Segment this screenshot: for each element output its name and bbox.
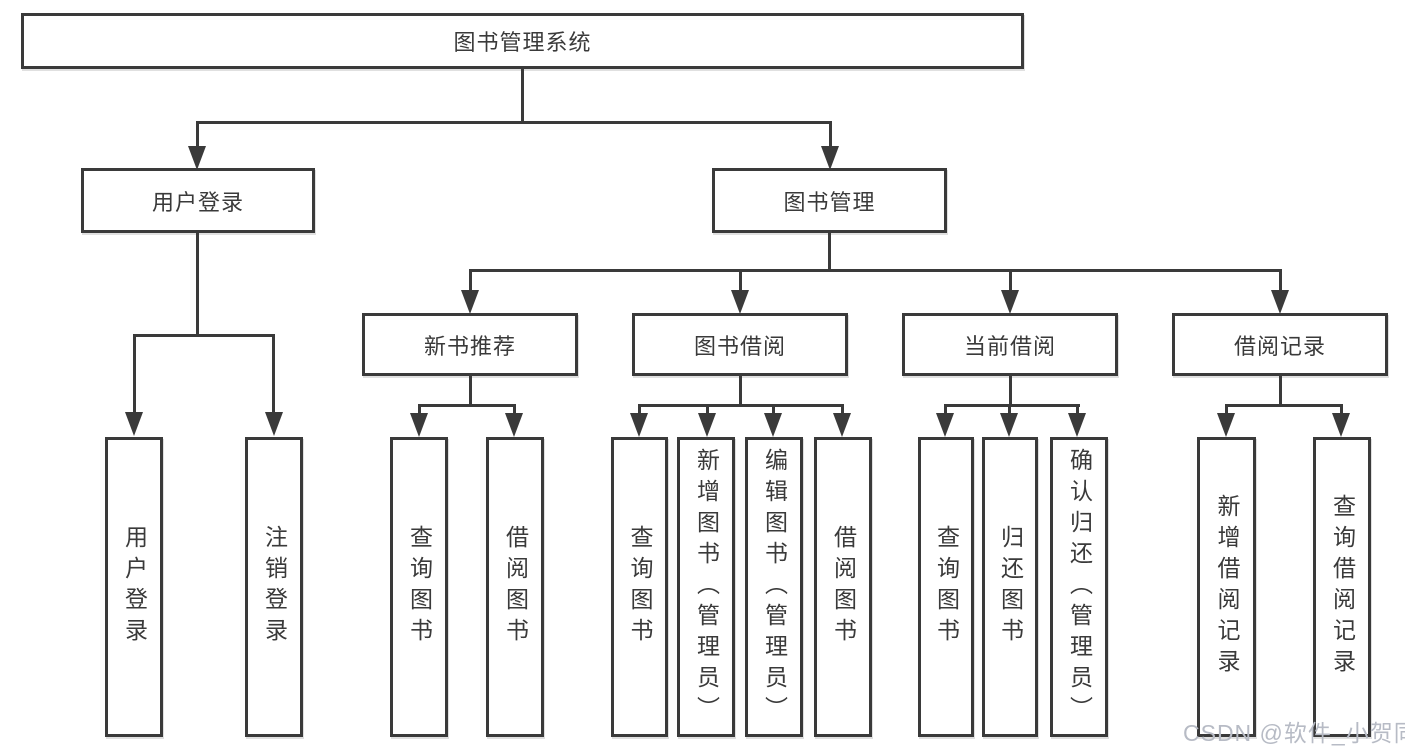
connector-g4-leaf1-stem <box>1225 404 1228 416</box>
connector-group1-stem <box>469 269 472 293</box>
connector-g3-leaf3-stem <box>1076 404 1079 416</box>
node-new-book-recommend: 新书推荐 <box>362 313 578 376</box>
connector-g1-leaf1-stem <box>418 404 421 416</box>
leaf-g1-query-books-label: 查询图书 <box>406 525 433 649</box>
arrowhead-group4-icon <box>1271 290 1289 314</box>
node-user-login-label: 用户登录 <box>151 189 244 215</box>
connector-login-leaf2-stem <box>272 334 275 413</box>
leaf-g2-edit-books-admin: 编辑图书（管理员） <box>745 437 803 737</box>
connector-group3-stem <box>1009 269 1012 293</box>
connector-g2-leaf2-stem <box>706 404 709 416</box>
node-borrow-records-label: 借阅记录 <box>1233 333 1326 359</box>
connector-group4-stem <box>1279 269 1282 293</box>
leaf-g3-confirm-return-admin: 确认归还（管理员） <box>1050 437 1108 737</box>
connector-group3-branch <box>944 404 1080 407</box>
node-new-book-recommend-label: 新书推荐 <box>423 333 516 359</box>
leaf-g2-edit-books-admin-label: 编辑图书（管理员） <box>761 447 788 727</box>
leaf-g1-query-books: 查询图书 <box>390 437 448 737</box>
connector-group4-branch <box>1225 404 1343 407</box>
arrowhead-g1-leaf2-icon <box>505 413 523 437</box>
connector-management-stub <box>828 233 831 271</box>
leaf-g2-query-books-label: 查询图书 <box>627 525 653 649</box>
arrowhead-g2-leaf3-icon <box>764 413 782 437</box>
connector-group3-stub <box>1009 376 1012 406</box>
arrowhead-group2-icon <box>731 290 749 314</box>
arrowhead-g3-leaf1-icon <box>936 413 954 437</box>
arrowhead-management-icon <box>821 146 839 170</box>
node-book-management: 图书管理 <box>712 168 947 233</box>
connector-management-branch <box>469 269 1281 272</box>
arrowhead-g2-leaf4-icon <box>833 413 851 437</box>
leaf-g3-query-books-label: 查询图书 <box>933 525 960 649</box>
connector-g2-leaf4-stem <box>841 404 844 416</box>
connector-login-branch <box>133 334 275 337</box>
connector-group2-stub <box>739 376 742 406</box>
arrowhead-group1-icon <box>461 290 479 314</box>
leaf-user-login: 用户登录 <box>105 437 163 737</box>
connector-management-stem <box>829 121 832 149</box>
leaf-g3-confirm-return-admin-label: 确认归还（管理员） <box>1066 447 1093 727</box>
leaf-user-login-label: 用户登录 <box>121 525 148 649</box>
leaf-g1-borrow-books: 借阅图书 <box>486 437 544 737</box>
arrowhead-g4-leaf2-icon <box>1332 413 1350 437</box>
connector-g2-leaf3-stem <box>772 404 775 416</box>
arrowhead-g2-leaf1-icon <box>630 413 648 437</box>
connector-g2-leaf1-stem <box>638 404 641 416</box>
connector-g3-leaf2-stem <box>1008 404 1011 416</box>
leaf-g2-query-books: 查询图书 <box>611 437 668 737</box>
connector-group2-stem <box>739 269 742 293</box>
arrowhead-login-leaf2-icon <box>265 412 283 436</box>
arrowhead-login-icon <box>188 146 206 170</box>
node-book-management-label: 图书管理 <box>783 189 876 215</box>
leaf-g4-query-borrow-record: 查询借阅记录 <box>1313 437 1371 737</box>
connector-g4-leaf2-stem <box>1340 404 1343 416</box>
connector-login-stem <box>196 121 199 149</box>
node-current-borrow: 当前借阅 <box>902 313 1118 376</box>
leaf-g3-return-books-label: 归还图书 <box>997 525 1024 649</box>
leaf-logout-label: 注销登录 <box>261 525 288 649</box>
arrowhead-g2-leaf2-icon <box>698 413 716 437</box>
arrowhead-g3-leaf3-icon <box>1068 413 1086 437</box>
leaf-logout: 注销登录 <box>245 437 303 737</box>
leaf-g4-add-borrow-record-label: 新增借阅记录 <box>1214 494 1240 680</box>
arrowhead-login-leaf1-icon <box>125 412 143 436</box>
connector-group4-stub <box>1279 376 1282 406</box>
leaf-g4-add-borrow-record: 新增借阅记录 <box>1197 437 1256 737</box>
connector-group1-stub <box>469 376 472 406</box>
leaf-g2-borrow-books: 借阅图书 <box>814 437 872 737</box>
arrowhead-g1-leaf1-icon <box>410 413 428 437</box>
connector-g1-leaf2-stem <box>513 404 516 416</box>
node-current-borrow-label: 当前借阅 <box>963 333 1056 359</box>
connector-login-stub <box>196 233 199 336</box>
leaf-g1-borrow-books-label: 借阅图书 <box>502 525 529 649</box>
connector-g3-leaf1-stem <box>944 404 947 416</box>
node-root-label: 图书管理系统 <box>453 30 592 55</box>
connector-group1-branch <box>418 404 516 407</box>
arrowhead-group3-icon <box>1001 290 1019 314</box>
leaf-g2-borrow-books-label: 借阅图书 <box>830 525 857 649</box>
csdn-watermark: CSDN @软件_小贺同学 <box>1183 720 1405 746</box>
node-book-borrow-label: 图书借阅 <box>693 333 786 359</box>
leaf-g2-add-books-admin: 新增图书（管理员） <box>677 437 735 737</box>
leaf-g3-return-books: 归还图书 <box>982 437 1038 737</box>
node-root: 图书管理系统 <box>21 13 1024 69</box>
connector-login-leaf1-stem <box>133 334 136 413</box>
leaf-g4-query-borrow-record-label: 查询借阅记录 <box>1329 494 1356 680</box>
node-user-login: 用户登录 <box>81 168 315 233</box>
arrowhead-g4-leaf1-icon <box>1217 413 1235 437</box>
connector-root-branch <box>196 121 832 124</box>
connector-group2-branch <box>638 404 844 407</box>
connector-root-stub <box>521 69 524 124</box>
node-book-borrow: 图书借阅 <box>632 313 848 376</box>
arrowhead-g3-leaf2-icon <box>1000 413 1018 437</box>
leaf-g2-add-books-admin-label: 新增图书（管理员） <box>693 447 720 727</box>
node-borrow-records: 借阅记录 <box>1172 313 1388 376</box>
leaf-g3-query-books: 查询图书 <box>918 437 974 737</box>
